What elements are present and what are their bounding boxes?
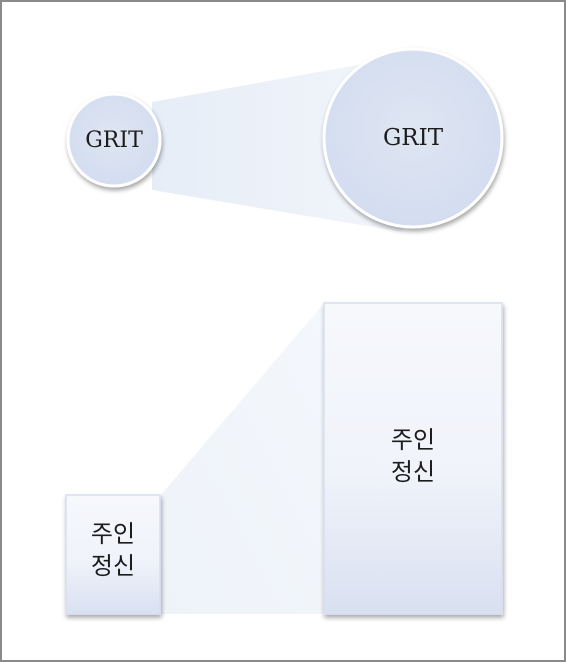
bottom-expansion-cone — [160, 302, 325, 614]
small-box — [65, 494, 161, 615]
large-circle — [322, 47, 504, 229]
large-box — [323, 302, 503, 615]
large-box-label: 주인 정신 — [390, 426, 436, 486]
small-circle-label: GRIT — [85, 127, 143, 153]
small-box-label: 주인 정신 — [90, 520, 136, 580]
small-circle — [66, 92, 162, 188]
large-circle-label: GRIT — [382, 125, 444, 151]
